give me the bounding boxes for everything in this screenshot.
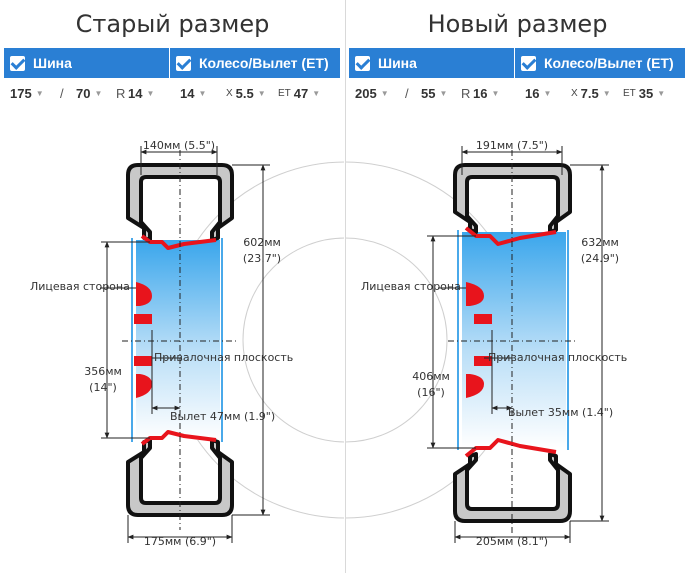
new-size-panel: Новый размер Шина Колесо/Вылет (ET) 205▼… <box>345 0 690 573</box>
bottom-width-label: 175мм (6.9") <box>144 535 216 548</box>
rim-diameter-inch-label: (16") <box>417 386 445 399</box>
diameter-label: 632мм <box>581 236 619 249</box>
tire-profile-select[interactable]: 55▼ <box>421 85 448 101</box>
checkbox-icon[interactable] <box>521 55 536 71</box>
dropdown-arrow-icon: ▼ <box>146 88 155 98</box>
dropdown-arrow-icon: ▼ <box>35 88 44 98</box>
panel-title: Старый размер <box>75 10 270 38</box>
tire-header-label: Шина <box>33 55 72 71</box>
dropdown-arrow-icon: ▼ <box>94 88 103 98</box>
tire-header-label: Шина <box>378 55 417 71</box>
offset-label: Вылет 47мм (1.9") <box>170 410 275 423</box>
offset-label: Вылет 35мм (1.4") <box>508 406 613 419</box>
wheel-width-select[interactable]: 16▼ <box>525 85 552 101</box>
wheel-width-select[interactable]: 14▼ <box>180 85 207 101</box>
tire-r-label: R <box>116 85 126 101</box>
old-size-panel: Старый размер Шина Колесо/Вылет (ET) 175… <box>0 0 345 573</box>
top-width-label: 191мм (7.5") <box>476 139 548 152</box>
dropdown-arrow-icon: ▼ <box>657 88 666 98</box>
wheel-header[interactable]: Колесо/Вылет (ET) <box>170 48 340 78</box>
top-tire-section <box>453 163 572 234</box>
old-wheel-drawing <box>100 146 270 543</box>
dropdown-arrow-icon: ▼ <box>312 88 321 98</box>
dropdown-arrow-icon: ▼ <box>380 88 389 98</box>
tire-separator: / <box>405 85 409 101</box>
top-width-label: 140мм (5.5") <box>143 139 215 152</box>
dropdown-arrow-icon: ▼ <box>602 88 611 98</box>
diameter-label: 602мм <box>243 236 281 249</box>
dropdown-arrow-icon: ▼ <box>439 88 448 98</box>
checkbox-icon[interactable] <box>176 55 191 71</box>
wheel-header[interactable]: Колесо/Вылет (ET) <box>515 48 685 78</box>
tire-r-label: R <box>461 85 471 101</box>
header-bar: Шина Колесо/Вылет (ET) <box>349 48 685 78</box>
rim-diameter-label: 356мм <box>84 365 122 378</box>
mounting-plane-label: Привалочная плоскость <box>488 351 627 364</box>
face-side-label: Лицевая сторона <box>30 280 130 293</box>
dropdown-arrow-icon: ▼ <box>543 88 552 98</box>
rim-body <box>462 232 566 448</box>
header-bar: Шина Колесо/Вылет (ET) <box>4 48 340 78</box>
wheel-header-label: Колесо/Вылет (ET) <box>199 55 329 71</box>
tire-width-select[interactable]: 175▼ <box>10 85 44 101</box>
tire-header[interactable]: Шина <box>349 48 515 78</box>
diameter-inch-label: (24.9") <box>581 252 619 265</box>
panel-title: Новый размер <box>427 10 608 38</box>
tire-separator: / <box>60 85 64 101</box>
tire-radius-select[interactable]: 14▼ <box>128 85 155 101</box>
dropdown-arrow-icon: ▼ <box>198 88 207 98</box>
tire-profile-select[interactable]: 70▼ <box>76 85 103 101</box>
bottom-tire-section <box>126 438 234 517</box>
bottom-tire-section <box>453 452 572 523</box>
dropdown-arrow-icon: ▼ <box>257 88 266 98</box>
checkbox-icon[interactable] <box>10 55 25 71</box>
tire-radius-select[interactable]: 16▼ <box>473 85 500 101</box>
new-wheel-drawing <box>427 146 609 543</box>
checkbox-icon[interactable] <box>355 55 370 71</box>
mounting-plane-label: Привалочная плоскость <box>154 351 293 364</box>
wheel-header-label: Колесо/Вылет (ET) <box>544 55 674 71</box>
top-tire-section <box>126 163 234 242</box>
tire-header[interactable]: Шина <box>4 48 170 78</box>
face-side-label: Лицевая сторона <box>361 280 461 293</box>
diameter-inch-label: (23.7") <box>243 252 281 265</box>
tire-width-select[interactable]: 205▼ <box>355 85 389 101</box>
bottom-width-label: 205мм (8.1") <box>476 535 548 548</box>
rim-diameter-label: 406мм <box>412 370 450 383</box>
dropdown-arrow-icon: ▼ <box>491 88 500 98</box>
rim-diameter-inch-label: (14") <box>89 381 117 394</box>
